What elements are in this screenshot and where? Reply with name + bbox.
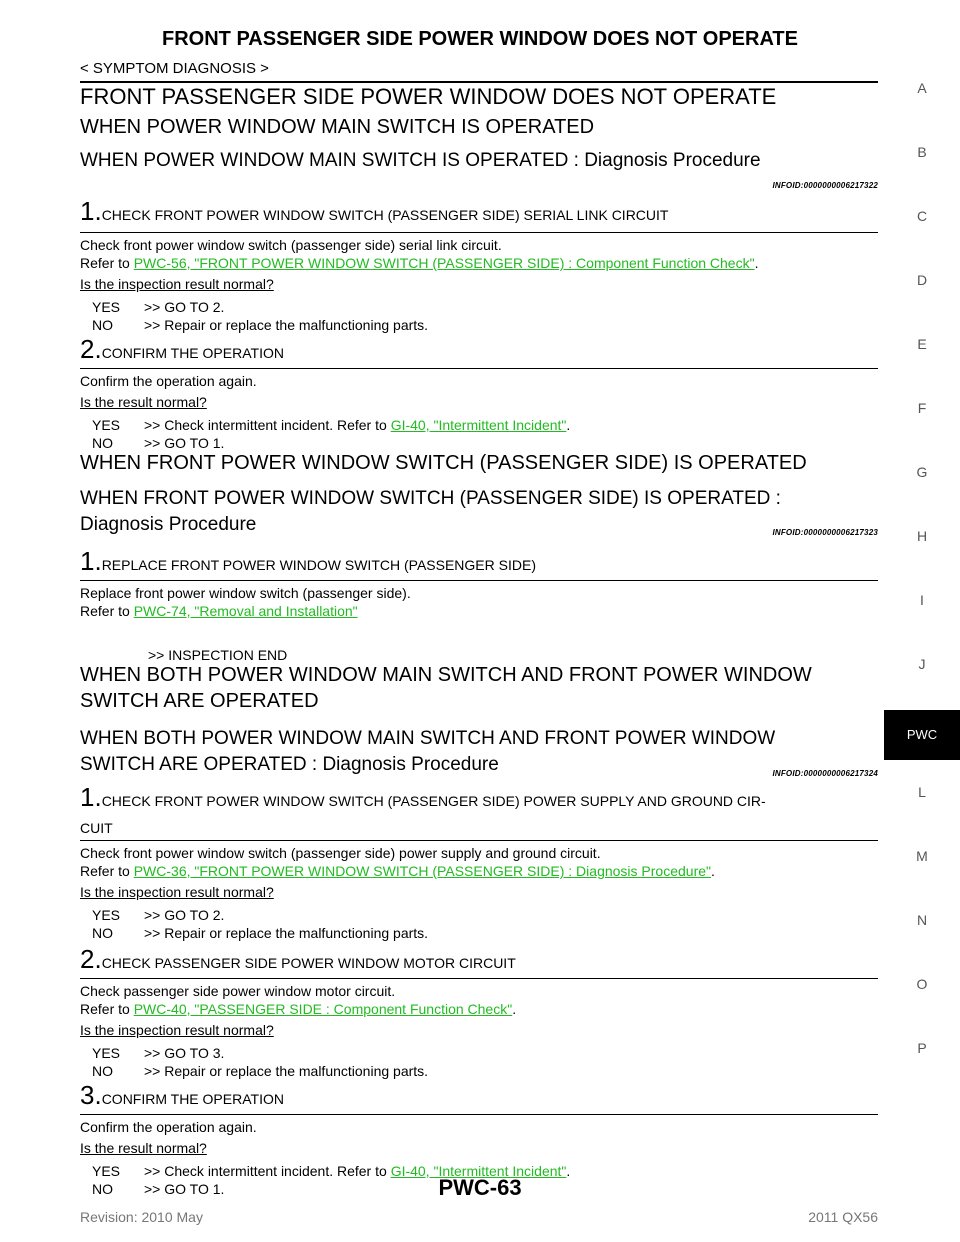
sec2-step1-line1: Replace front power window switch (passe… — [80, 585, 411, 601]
tab-p[interactable]: P — [917, 1040, 927, 1056]
sec1-step1-question: Is the inspection result normal? — [80, 276, 274, 292]
sec2-step1-rule — [80, 580, 878, 581]
tab-d[interactable]: D — [916, 272, 928, 288]
sec2-infoid: INFOID:0000000006217323 — [772, 528, 878, 537]
sec3-step1-header: 1.CHECK FRONT POWER WINDOW SWITCH (PASSE… — [80, 782, 766, 812]
link-pwc-56[interactable]: PWC-56, "FRONT POWER WINDOW SWITCH (PASS… — [133, 255, 755, 271]
sec1-step2-line1: Confirm the operation again. — [80, 373, 257, 389]
sec2-subheading-1: WHEN FRONT POWER WINDOW SWITCH (PASSENGE… — [80, 488, 781, 509]
sec1-heading: WHEN POWER WINDOW MAIN SWITCH IS OPERATE… — [80, 116, 595, 138]
tab-b[interactable]: B — [917, 144, 927, 160]
sec3-step1-refer: Refer to PWC-36, "FRONT POWER WINDOW SWI… — [80, 863, 715, 879]
sec1-subheading: WHEN POWER WINDOW MAIN SWITCH IS OPERATE… — [80, 150, 761, 171]
section-tab-index: A B C D E F G H I J PWC L M N O P — [884, 76, 960, 1216]
sec3-step2-header: 2.CHECK PASSENGER SIDE POWER WINDOW MOTO… — [80, 944, 516, 974]
sec3-step3-rule — [80, 1114, 878, 1115]
sec1-step2-yes: YES>> Check intermittent incident. Refer… — [92, 417, 571, 433]
sec3-step1-header-cont: CUIT — [80, 820, 113, 836]
sec3-step1-no: NO>> Repair or replace the malfunctionin… — [92, 925, 429, 941]
tab-h[interactable]: H — [916, 528, 928, 544]
sec1-step1-yes: YES>> GO TO 2. — [92, 299, 225, 315]
tab-m[interactable]: M — [916, 848, 928, 864]
sec3-subheading-1: WHEN BOTH POWER WINDOW MAIN SWITCH AND F… — [80, 728, 776, 749]
link-pwc-40[interactable]: PWC-40, "PASSENGER SIDE : Component Func… — [133, 1001, 513, 1017]
sec1-step2-header: 2.CONFIRM THE OPERATION — [80, 334, 284, 364]
sec3-step1-question: Is the inspection result normal? — [80, 884, 274, 900]
sec1-step1-no: NO>> Repair or replace the malfunctionin… — [92, 317, 429, 333]
breadcrumb: < SYMPTOM DIAGNOSIS > — [80, 60, 269, 77]
tab-j[interactable]: J — [918, 656, 926, 672]
sec1-infoid: INFOID:0000000006217322 — [772, 181, 878, 190]
doc-title: FRONT PASSENGER SIDE POWER WINDOW DOES N… — [80, 84, 777, 109]
link-gi-40-a[interactable]: GI-40, "Intermittent Incident" — [390, 417, 567, 433]
sec3-infoid: INFOID:0000000006217324 — [772, 769, 878, 778]
sec1-step2-question: Is the result normal? — [80, 394, 207, 410]
sec1-step1-header: 1.CHECK FRONT POWER WINDOW SWITCH (PASSE… — [80, 196, 669, 226]
sec3-step1-rule — [80, 840, 878, 841]
tab-a[interactable]: A — [917, 80, 927, 96]
footer-revision: Revision: 2010 May — [80, 1209, 203, 1225]
sec2-step1-end: >> INSPECTION END — [148, 647, 288, 663]
sec3-step2-no: NO>> Repair or replace the malfunctionin… — [92, 1063, 429, 1079]
sec1-step1-line1: Check front power window switch (passeng… — [80, 237, 502, 253]
link-gi-40-b[interactable]: GI-40, "Intermittent Incident" — [390, 1163, 567, 1179]
sec3-heading-2: SWITCH ARE OPERATED — [80, 690, 319, 712]
tab-f[interactable]: F — [917, 400, 927, 416]
sec2-subheading-2: Diagnosis Procedure — [80, 514, 257, 535]
tab-g[interactable]: G — [916, 464, 928, 480]
sec1-step2-no: NO>> GO TO 1. — [92, 435, 225, 451]
link-pwc-36[interactable]: PWC-36, "FRONT POWER WINDOW SWITCH (PASS… — [133, 863, 711, 879]
tab-n[interactable]: N — [916, 912, 928, 928]
tab-l[interactable]: L — [918, 784, 926, 800]
sec3-step3-question: Is the result normal? — [80, 1140, 207, 1156]
sec3-step3-line1: Confirm the operation again. — [80, 1119, 257, 1135]
header-divider — [80, 81, 878, 83]
link-pwc-74[interactable]: PWC-74, "Removal and Installation" — [133, 603, 358, 619]
sec3-step2-question: Is the inspection result normal? — [80, 1022, 274, 1038]
sec2-heading: WHEN FRONT POWER WINDOW SWITCH (PASSENGE… — [80, 452, 807, 474]
sec3-step3-yes: YES>> Check intermittent incident. Refer… — [92, 1163, 571, 1179]
footer-page-number: PWC-63 — [438, 1175, 522, 1200]
sec3-step2-rule — [80, 978, 878, 979]
sec3-step3-no: NO>> GO TO 1. — [92, 1181, 225, 1197]
tab-o[interactable]: O — [916, 976, 928, 992]
sec3-step1-line1: Check front power window switch (passeng… — [80, 845, 601, 861]
sec1-step1-refer: Refer to PWC-56, "FRONT POWER WINDOW SWI… — [80, 255, 759, 271]
page-header-title: FRONT PASSENGER SIDE POWER WINDOW DOES N… — [162, 28, 798, 50]
sec1-step1-rule — [80, 232, 878, 233]
sec1-step2-rule — [80, 368, 878, 369]
tab-i[interactable]: I — [920, 592, 924, 608]
sec2-step1-header: 1.REPLACE FRONT POWER WINDOW SWITCH (PAS… — [80, 546, 536, 576]
sec3-subheading-2: SWITCH ARE OPERATED : Diagnosis Procedur… — [80, 754, 499, 775]
sec3-step3-header: 3.CONFIRM THE OPERATION — [80, 1080, 284, 1110]
sec3-step2-yes: YES>> GO TO 3. — [92, 1045, 225, 1061]
sec2-step1-refer: Refer to PWC-74, "Removal and Installati… — [80, 603, 358, 619]
tab-c[interactable]: C — [916, 208, 928, 224]
sec3-step1-yes: YES>> GO TO 2. — [92, 907, 225, 923]
sec3-step2-line1: Check passenger side power window motor … — [80, 983, 396, 999]
sec3-heading-1: WHEN BOTH POWER WINDOW MAIN SWITCH AND F… — [80, 664, 812, 686]
sec3-step2-refer: Refer to PWC-40, "PASSENGER SIDE : Compo… — [80, 1001, 517, 1017]
tab-e[interactable]: E — [917, 336, 927, 352]
tab-pwc-active[interactable]: PWC — [884, 710, 960, 760]
footer-model: 2011 QX56 — [808, 1209, 878, 1225]
